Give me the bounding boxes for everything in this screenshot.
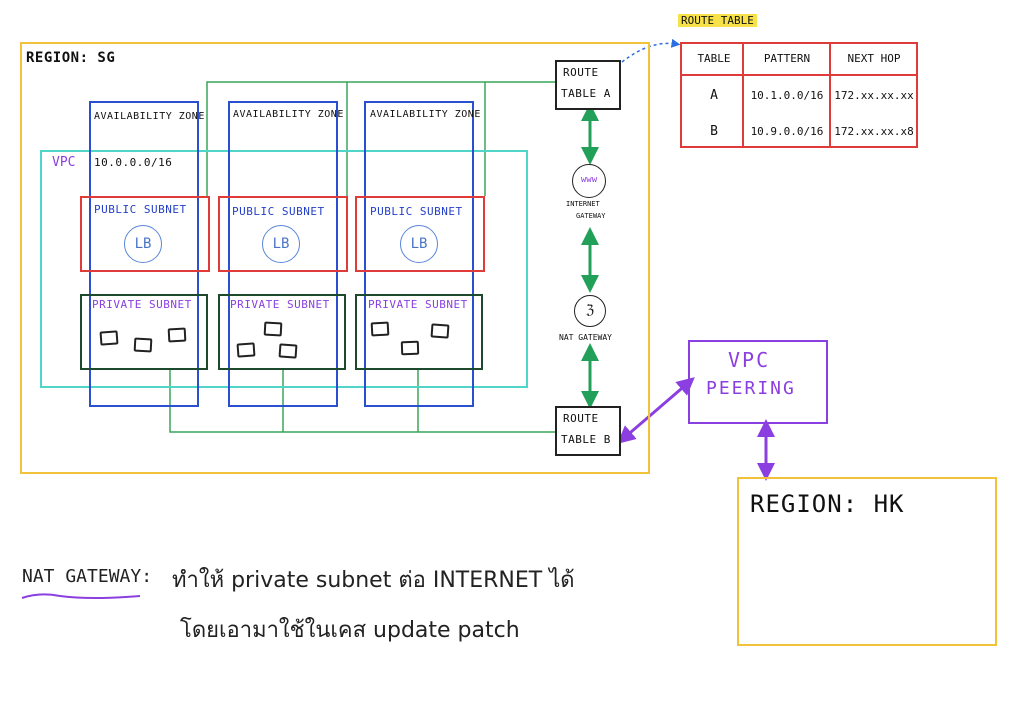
table-divider <box>742 44 744 146</box>
table-cell: 10.1.0.0/16 <box>750 89 824 102</box>
region-sg <box>20 42 650 474</box>
route-table-a-line1: ROUTE <box>563 66 599 79</box>
arrow-rtb-peering <box>617 377 695 444</box>
public-subnet-3 <box>355 196 485 272</box>
table-cell: A <box>710 88 718 103</box>
table-header-next-hop: NEXT HOP <box>847 52 901 65</box>
public-subnet-2 <box>218 196 348 272</box>
route-table-a-line2: TABLE A <box>561 87 611 100</box>
region-hk <box>737 477 997 646</box>
instance-icon <box>278 343 298 359</box>
load-balancer-icon: LB <box>262 225 300 263</box>
az-label-1: AVAILABILITY ZONE <box>94 111 205 122</box>
route-table-b-line2: TABLE B <box>561 433 611 446</box>
table-cell: B <box>710 124 718 139</box>
private-subnet-label-2: PRIVATE SUBNET <box>230 298 330 311</box>
availability-zone-2 <box>228 101 338 407</box>
vpc-cidr: 10.0.0.0/16 <box>94 156 173 169</box>
route-table-a <box>555 60 621 110</box>
instance-icon <box>236 342 256 358</box>
nat-gateway-icon: ℨ <box>574 295 606 327</box>
nat-gateway-label: NAT GATEWAY <box>559 333 612 342</box>
public-route-links <box>206 81 555 196</box>
instance-icon <box>133 337 153 353</box>
private-subnet-2 <box>218 294 346 370</box>
instance-icon <box>430 323 450 339</box>
table-header-table: TABLE <box>697 52 731 65</box>
note-underline <box>21 593 141 599</box>
public-subnet-label-1: PUBLIC SUBNET <box>94 203 187 216</box>
internet-gateway-icon: www <box>572 164 606 198</box>
internet-gateway-line2: GATEWAY <box>576 212 606 220</box>
vpc <box>40 150 528 388</box>
private-subnet-label-3: PRIVATE SUBNET <box>368 298 468 311</box>
table-divider <box>682 74 916 76</box>
load-balancer-icon: LB <box>400 225 438 263</box>
instance-icon <box>370 321 390 337</box>
route-table-title: ROUTE TABLE <box>678 14 757 27</box>
instance-icon <box>99 330 119 346</box>
route-table-detail: TABLE PATTERN NEXT HOP A 10.1.0.0/16 172… <box>680 42 918 148</box>
az-label-3: AVAILABILITY ZONE <box>370 109 481 120</box>
route-table-b <box>555 406 621 456</box>
public-subnet-1 <box>80 196 210 272</box>
vpc-peering-line1: VPC <box>728 348 771 372</box>
private-subnet-1 <box>80 294 208 370</box>
vpc-label: VPC <box>52 155 76 170</box>
private-route-links <box>169 370 555 433</box>
table-cell: 10.9.0.0/16 <box>750 125 824 138</box>
table-header-pattern: PATTERN <box>763 52 811 65</box>
availability-zone-3 <box>364 101 474 407</box>
note-line2: โดยเอามาใช้ในเคส update patch <box>180 618 520 643</box>
region-sg-label: REGION: SG <box>26 50 116 66</box>
public-subnet-label-2: PUBLIC SUBNET <box>232 205 325 218</box>
load-balancer-icon: LB <box>124 225 162 263</box>
private-subnet-label-1: PRIVATE SUBNET <box>92 298 192 311</box>
table-cell: 172.xx.xx.x8 <box>834 125 914 138</box>
availability-zone-1 <box>89 101 199 407</box>
az-label-2: AVAILABILITY ZONE <box>233 109 344 120</box>
instance-icon <box>400 340 420 356</box>
table-divider <box>829 44 831 146</box>
vpc-peering <box>688 340 828 424</box>
table-cell: 172.xx.xx.xx <box>834 89 914 102</box>
instance-icon <box>167 327 187 343</box>
note-term: NAT GATEWAY: <box>22 566 153 587</box>
private-subnet-3 <box>355 294 483 370</box>
vpc-peering-line2: PEERING <box>706 378 796 399</box>
instance-icon <box>263 321 283 337</box>
region-hk-label: REGION: HK <box>750 490 905 518</box>
note-line1: ทำให้ private subnet ต่อ INTERNET ได้ <box>172 568 575 593</box>
route-table-b-line1: ROUTE <box>563 412 599 425</box>
public-subnet-label-3: PUBLIC SUBNET <box>370 205 463 218</box>
internet-gateway-line1: INTERNET <box>566 200 600 208</box>
